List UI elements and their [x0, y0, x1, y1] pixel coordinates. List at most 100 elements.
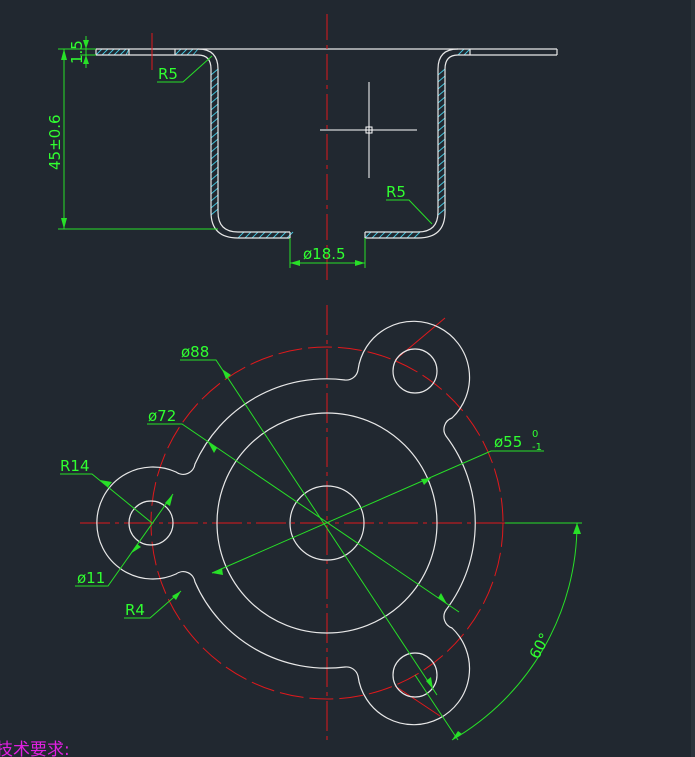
plan-arrowheads [100, 369, 581, 740]
bolt-line-top [394, 317, 446, 361]
hatch-stroke [258, 231, 266, 239]
hatch-stroke [210, 159, 219, 167]
arrow-72-a [208, 442, 217, 453]
hatch-stroke [364, 231, 372, 239]
crosshair-cursor [320, 82, 417, 178]
center-hole [289, 485, 365, 561]
hatch-stroke [437, 138, 446, 146]
arrow-t-2 [83, 55, 89, 64]
hatch-stroke [378, 231, 386, 239]
hatch-stroke [457, 48, 465, 56]
hatch-stroke [437, 103, 446, 111]
hatch-stroke [385, 231, 393, 239]
arrow-h-top [61, 49, 67, 60]
hatch-stroke [210, 194, 219, 202]
hatch-stroke [437, 89, 446, 97]
hatch-stroke [107, 48, 115, 56]
hatch-stroke [210, 187, 219, 195]
inner-circle-72 [216, 412, 438, 634]
plan-view: ø88 ø72 ø55 0 -1 R14 ø11 R4 60° [60, 305, 582, 745]
hatch-stroke [437, 152, 446, 160]
hatch-stroke [210, 138, 219, 146]
hatch-stroke [265, 231, 273, 239]
hatch-stroke [210, 82, 219, 90]
arrow-88-b [426, 677, 433, 689]
hatch-stroke [210, 124, 219, 132]
hatch-stroke [210, 201, 219, 209]
flange-outline [96, 320, 476, 726]
right-wall-inner [365, 54, 459, 239]
ear-hole-top [392, 348, 438, 394]
arrow-t-1 [83, 40, 89, 49]
hatch-stroke [437, 68, 446, 76]
leader-dia-11 [75, 493, 174, 587]
leader-dia-88 [180, 359, 438, 696]
hatch-stroke [192, 48, 199, 56]
hatch-stroke [437, 180, 446, 188]
hatch-stroke [210, 117, 219, 125]
hatch-stroke [251, 231, 259, 239]
hatch-stroke [210, 145, 219, 153]
hatch-stroke [272, 231, 280, 239]
hatch-stroke [186, 48, 194, 56]
dia-11-label: ø11 [77, 569, 105, 587]
arrow-r4 [172, 591, 181, 600]
arrow-88-a [222, 369, 231, 379]
hatch-stroke [244, 231, 252, 239]
dia-55-label: ø55 [494, 433, 522, 451]
hatch-stroke [413, 231, 421, 239]
ear-hole-left [128, 500, 174, 546]
hatch-stroke [210, 68, 219, 76]
dia-72-label: ø72 [148, 407, 176, 425]
r4-label: R4 [125, 601, 145, 619]
arrow-11-a [165, 494, 173, 506]
r14-label: R14 [60, 457, 90, 475]
arrow-h-bottom [61, 218, 67, 229]
hatch-stroke [210, 166, 219, 174]
vertical-scrollbar[interactable] [691, 0, 695, 757]
hole-dim-label: ø18.5 [303, 245, 346, 263]
hatch-stroke [437, 117, 446, 125]
hatch-stroke [437, 82, 446, 90]
hatch-stroke [279, 231, 287, 239]
hatch-stroke [210, 173, 219, 181]
hatch-stroke [174, 48, 182, 56]
plan-dimensions [60, 359, 582, 741]
arrow-hole-l [290, 260, 300, 266]
section-hatch [95, 48, 471, 239]
section-arrowheads [61, 40, 365, 266]
hatch-stroke [210, 75, 219, 83]
arrow-55-a [421, 478, 431, 485]
angle-label: 60° [526, 630, 554, 662]
hatch-stroke [392, 231, 400, 239]
arrow-72-b [438, 593, 447, 604]
angle-arc-60 [451, 522, 578, 741]
hatch-stroke [101, 48, 109, 56]
hatch-stroke [210, 110, 219, 118]
plan-outline [96, 320, 476, 726]
tol-lower-label: -1 [532, 442, 542, 453]
right-wall-outer [365, 48, 459, 233]
hatch-stroke [210, 180, 219, 188]
hatch-stroke [437, 201, 446, 209]
height-label: 45±0.6 [46, 114, 64, 170]
hatch-stroke [210, 152, 219, 160]
arrow-11-b [130, 544, 141, 554]
hatch-stroke [210, 89, 219, 97]
arrow-angle-bottom [452, 731, 462, 740]
hatch-stroke [95, 48, 103, 56]
hatch-stroke [437, 75, 446, 83]
hatch-stroke [119, 48, 127, 56]
arrow-r14 [100, 480, 112, 487]
hatch-stroke [437, 110, 446, 118]
r5-top-label: R5 [158, 65, 178, 83]
section-view: 1.5 45±0.6 R5 R5 ø18.5 [46, 14, 558, 280]
bolt-circle-55 [150, 346, 504, 700]
hatch-stroke [113, 48, 121, 56]
hatch-stroke [437, 208, 446, 216]
hatch-stroke [437, 131, 446, 139]
hatch-stroke [210, 96, 219, 104]
hatch-stroke [210, 208, 219, 216]
r5-top-leader [157, 55, 213, 83]
